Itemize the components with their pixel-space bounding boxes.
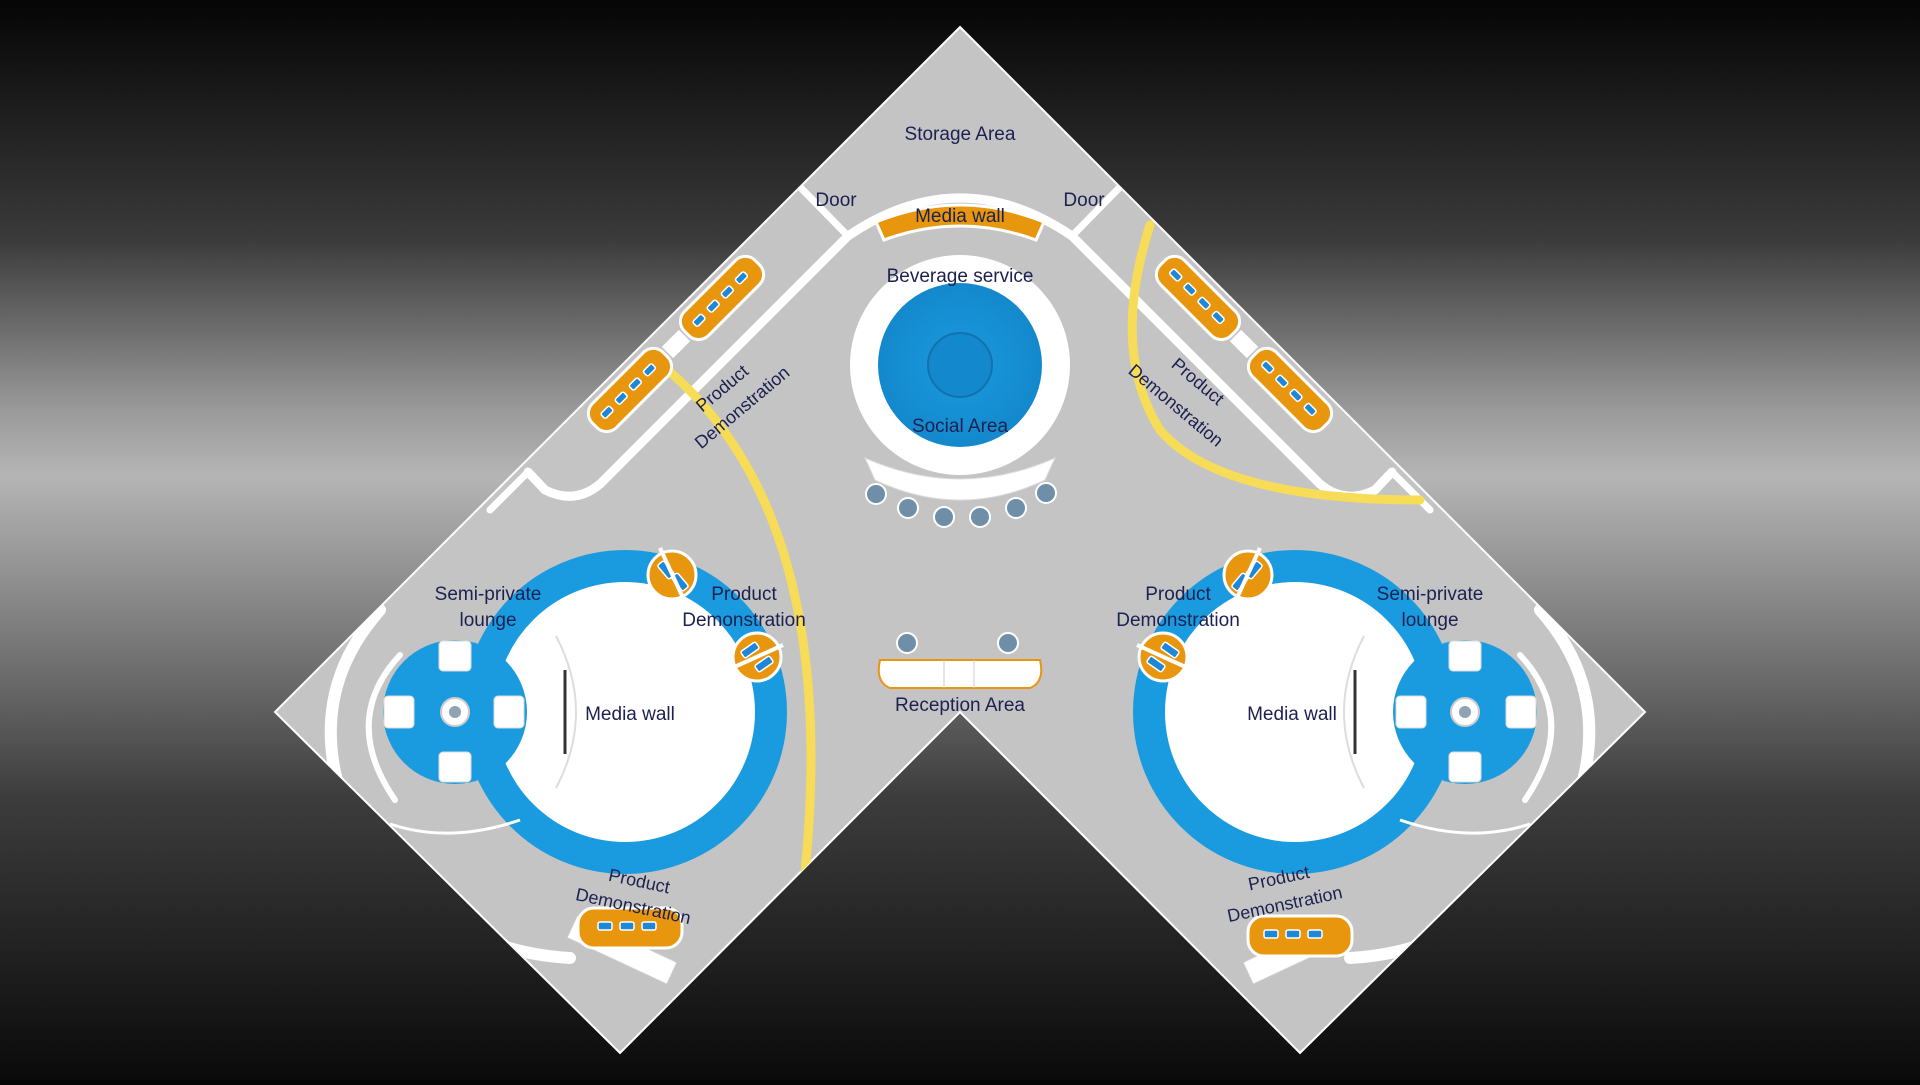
storage-room xyxy=(796,183,1124,241)
reception-desk xyxy=(877,632,1043,689)
demo-mid-left-label-1: Product xyxy=(711,584,777,605)
media-wall-right-label: Media wall xyxy=(1247,704,1337,725)
demo-mid-right-label-2: Demonstration xyxy=(1116,610,1240,631)
booth-floor xyxy=(273,25,1647,1055)
demo-mid-left-label-2: Demonstration xyxy=(682,610,806,631)
demo-mid-right-label-1: Product xyxy=(1145,584,1211,605)
walkway-right xyxy=(1127,220,1425,505)
bar-stools xyxy=(865,482,1057,528)
left-wing-walls xyxy=(486,231,853,514)
reception-area-label: Reception Area xyxy=(895,695,1025,716)
lounge-left-label-1: Semi-private xyxy=(435,584,542,605)
door-left-label: Door xyxy=(815,190,857,211)
walkway-left xyxy=(665,367,816,877)
lounge-right-label-1: Semi-private xyxy=(1377,584,1484,605)
media-wall-top xyxy=(873,203,1047,242)
demo-counter-top-left-2 xyxy=(586,346,674,434)
social-area-label: Social Area xyxy=(912,416,1009,437)
left-pod xyxy=(383,547,787,874)
demo-counter-bottom-left xyxy=(566,906,684,985)
door-right-label: Door xyxy=(1063,190,1105,211)
beverage-service-label: Beverage service xyxy=(887,266,1034,287)
storage-area-label: Storage Area xyxy=(905,124,1016,145)
lounge-right-label-2: lounge xyxy=(1401,610,1458,631)
media-wall-top-label: Media wall xyxy=(915,206,1005,227)
demo-counter-bottom-right xyxy=(1242,914,1354,985)
lounge-left-label-2: lounge xyxy=(459,610,516,631)
media-wall-left-label: Media wall xyxy=(585,704,675,725)
right-pod xyxy=(1133,547,1537,874)
demo-counter-top-right-1 xyxy=(1154,254,1242,342)
demo-counter-top-right-2 xyxy=(1246,346,1334,434)
social-area xyxy=(850,255,1070,501)
demo-counter-top-left-1 xyxy=(678,254,766,342)
